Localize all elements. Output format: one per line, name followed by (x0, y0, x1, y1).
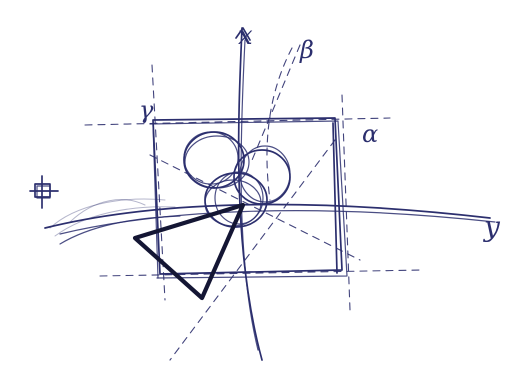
alpha-label: α (362, 120, 378, 148)
central-rectangle (150, 118, 347, 278)
y-axis-label: y (482, 210, 501, 243)
crossed-square-symbol (30, 176, 58, 208)
gamma-label: γ (139, 96, 154, 124)
x-axis-label: x (238, 21, 253, 51)
beta-label: β (299, 36, 314, 64)
y-axis-curve (45, 205, 495, 234)
heavy-triangle (135, 205, 243, 298)
beta-curve (267, 48, 292, 200)
